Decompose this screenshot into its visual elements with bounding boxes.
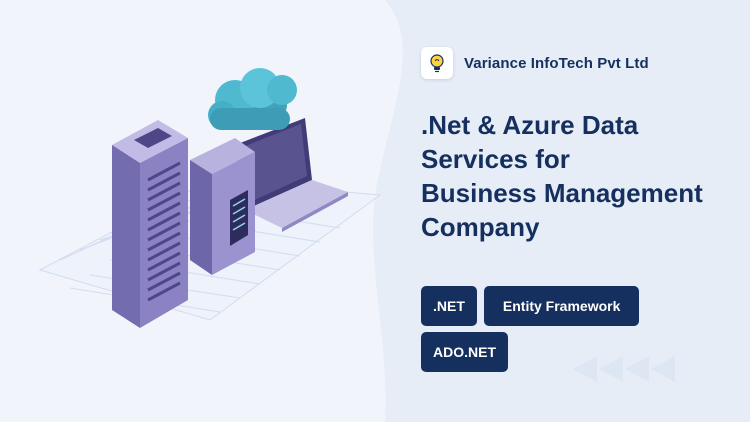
tag-ado-net: ADO.NET	[421, 332, 508, 372]
lightbulb-head-icon	[421, 47, 453, 79]
arrow-left-icon	[625, 356, 649, 382]
headline-line: Services for	[421, 144, 570, 174]
tech-tags: .NET Entity Framework ADO.NET	[421, 286, 681, 372]
headline-line: Company	[421, 212, 540, 242]
decorative-arrows	[573, 356, 675, 382]
headline-line: Business Management	[421, 178, 703, 208]
headline-line: .Net & Azure Data	[421, 110, 639, 140]
arrow-left-icon	[573, 356, 597, 382]
cloud-icon	[208, 68, 297, 130]
page-title: .Net & Azure Data Services for Business …	[421, 108, 741, 244]
arrow-left-icon	[651, 356, 675, 382]
laptop-icon	[235, 118, 348, 232]
brand-name: Variance InfoTech Pvt Ltd	[464, 54, 649, 72]
tag-dotnet: .NET	[421, 286, 477, 326]
brand: Variance InfoTech Pvt Ltd	[421, 47, 649, 79]
server-rack-tall-icon	[112, 120, 188, 328]
tag-entity-framework: Entity Framework	[483, 286, 640, 326]
server-rack-small-icon	[190, 138, 255, 275]
server-cloud-illustration	[38, 68, 382, 328]
arrow-left-icon	[599, 356, 623, 382]
